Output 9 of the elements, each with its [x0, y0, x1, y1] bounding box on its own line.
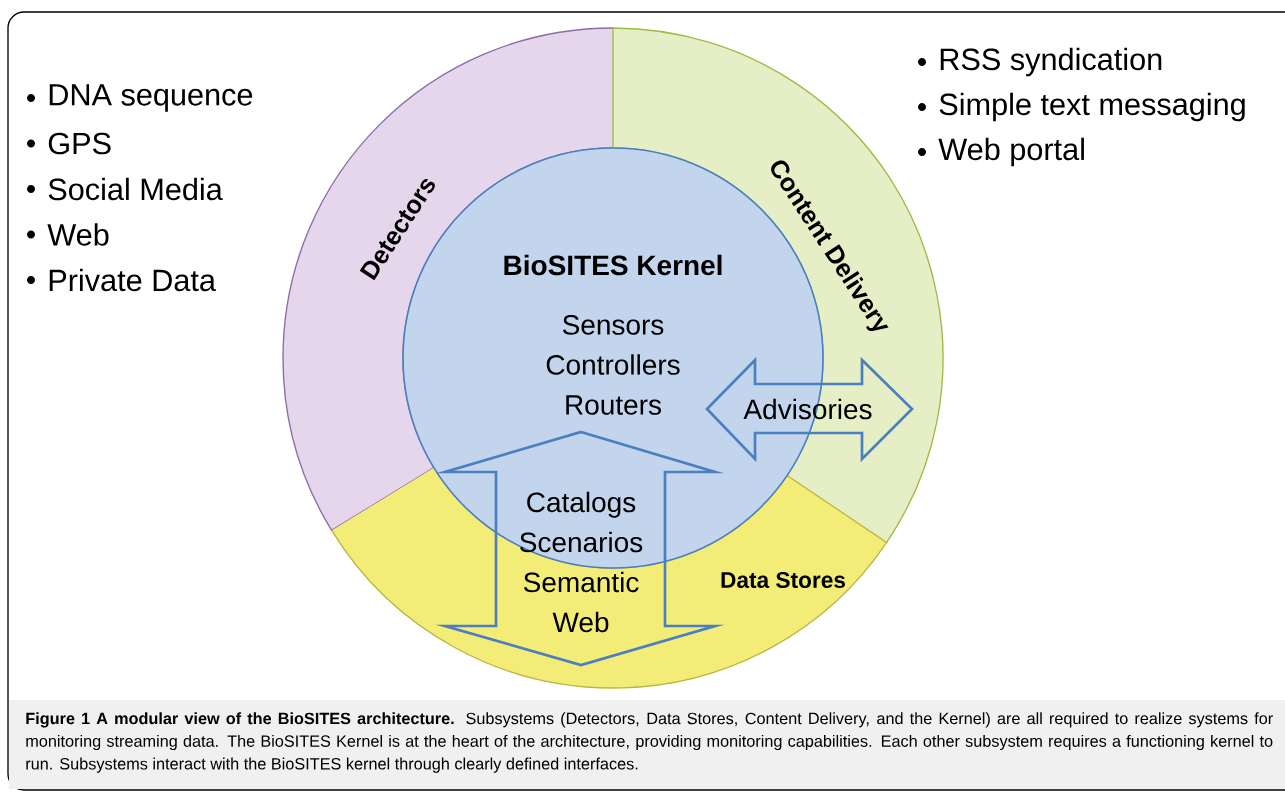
bullet-item: GPS: [27, 132, 111, 155]
bullet-item: Web: [27, 223, 109, 246]
bullet-item: Web portal: [918, 137, 1084, 167]
bullet-item: DNA sequence: [27, 84, 253, 112]
bullet-item: Private Data: [27, 268, 216, 292]
bullet-item: Simple text messaging: [918, 92, 1245, 122]
bullet-item: RSS syndication: [918, 47, 1162, 77]
caption: Figure 1 A modular view of the BioSITES architecture. Subsystems (Detectors, Data Stores, Content Delivery, and the Kernel) are all required to realize systems for monitoring streaming data. The BioSITES Kernel is at the heart of the architecture, providing monitoring capabilities. Each other subsystem requires a functioning kernel to run. Subsystems interact with the BioSITES kernel through clearly defined interfaces.: [9, 700, 1285, 789]
bullet-item: Social Media: [27, 177, 223, 201]
